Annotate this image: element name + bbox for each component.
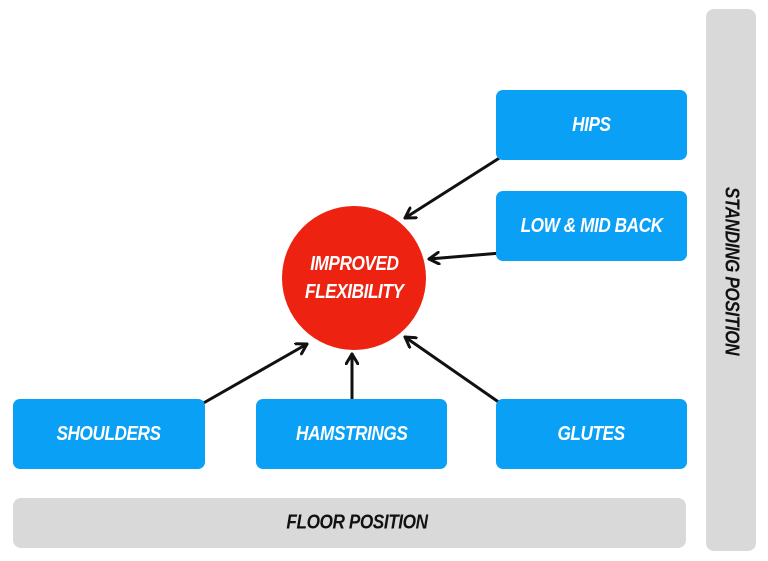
hamstrings-box: HAMSTRINGS xyxy=(256,399,447,469)
center-line-1: IMPROVED xyxy=(309,253,399,275)
arrow-glutes xyxy=(403,335,502,405)
improved-flexibility-node: IMPROVED FLEXIBILITY xyxy=(282,206,426,350)
arrow-shoulders xyxy=(198,344,309,407)
hamstrings-label: HAMSTRINGS xyxy=(295,422,408,445)
glutes-box: GLUTES xyxy=(496,399,687,469)
arrow-hips xyxy=(403,155,503,220)
floor-position-bar xyxy=(13,498,686,548)
arrow-low-mid-back xyxy=(427,253,503,259)
center-line-2: FLEXIBILITY xyxy=(304,281,404,303)
standing-position-bar xyxy=(706,9,756,551)
shoulders-box: SHOULDERS xyxy=(13,399,205,469)
low-mid-back-label: LOW & MID BACK xyxy=(520,214,663,237)
standing-position-label: STANDING POSITION xyxy=(720,186,743,356)
hips-box: HIPS xyxy=(496,90,687,160)
hips-label: HIPS xyxy=(572,113,611,136)
shoulders-label: SHOULDERS xyxy=(56,422,162,445)
floor-position-label: FLOOR POSITION xyxy=(286,511,428,534)
glutes-label: GLUTES xyxy=(557,422,626,445)
low-mid-back-box: LOW & MID BACK xyxy=(496,191,687,261)
